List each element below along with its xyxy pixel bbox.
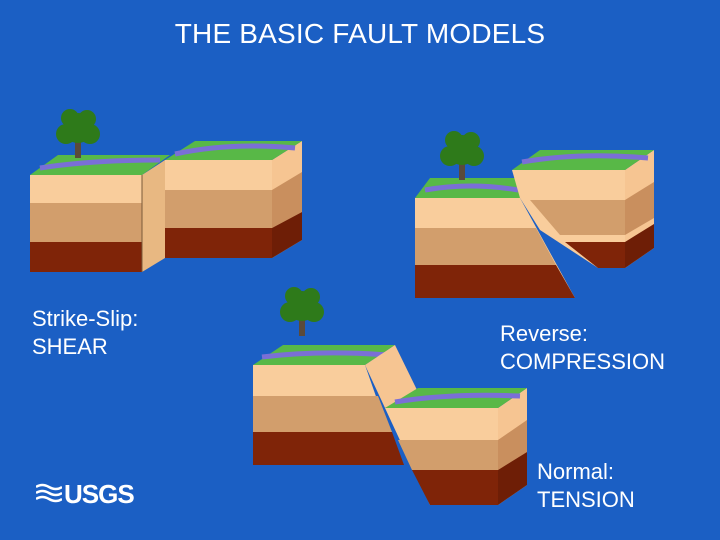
strike-slip-caption: Strike-Slip: SHEAR [32, 305, 138, 361]
normal-fault-block [253, 345, 527, 505]
usgs-logo: USGS [36, 480, 136, 508]
strike-slip-label: Strike-Slip: [32, 306, 139, 331]
reverse-fault-block [415, 150, 654, 298]
usgs-logo-waves-icon [36, 483, 62, 503]
reverse-caption: Reverse: COMPRESSION [500, 320, 665, 376]
slide-title: THE BASIC FAULT MODELS [174, 18, 546, 49]
reverse-label: Reverse: [500, 321, 589, 346]
normal-type: TENSION [537, 487, 635, 512]
reverse-type: COMPRESSION [500, 349, 666, 374]
strike-slip-block [30, 141, 302, 272]
normal-caption: Normal: TENSION [537, 458, 635, 514]
normal-label: Normal: [537, 459, 615, 484]
usgs-logo-text: USGS [64, 479, 135, 509]
tree-icon [440, 131, 484, 180]
tree-icon [56, 109, 100, 158]
tree-icon [280, 287, 324, 336]
strike-slip-type: SHEAR [32, 334, 108, 359]
